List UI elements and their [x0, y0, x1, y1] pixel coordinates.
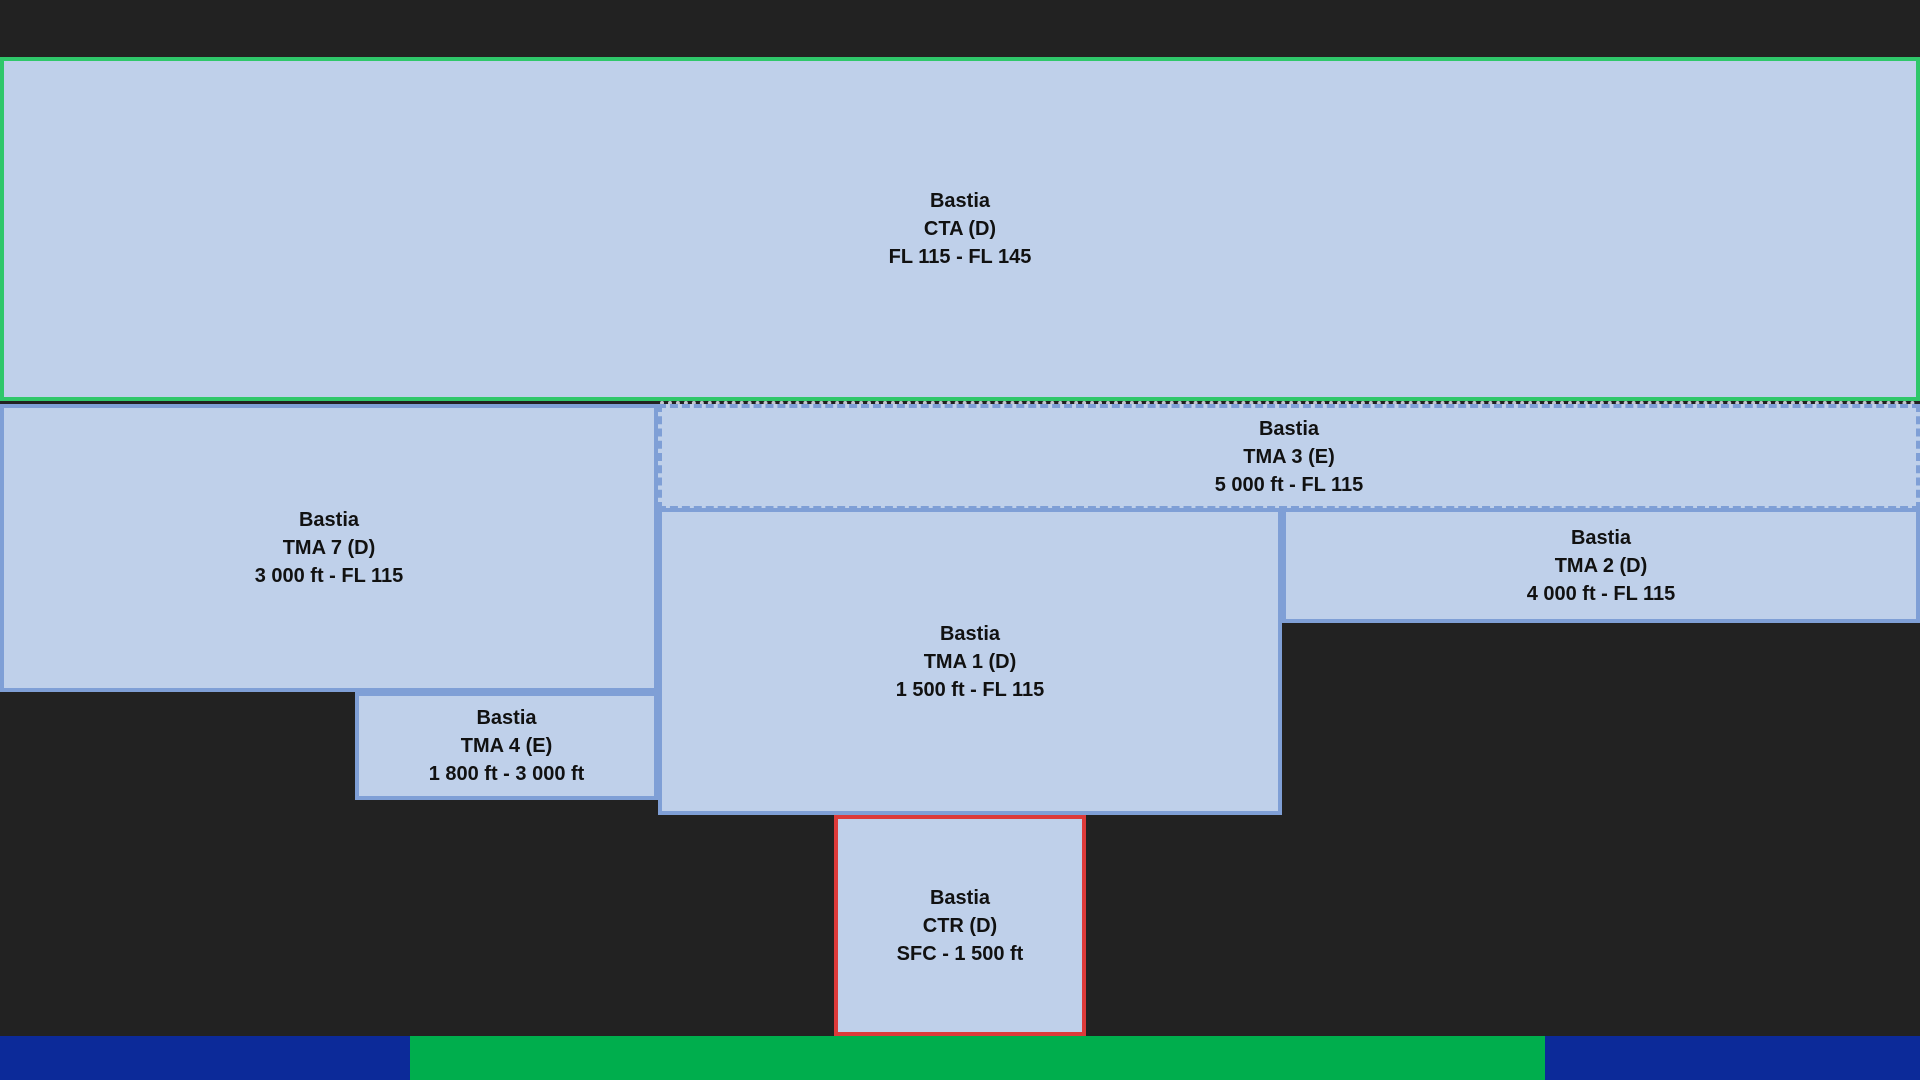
zone-cta: Bastia CTA (D) FL 115 - FL 145 — [0, 57, 1920, 401]
zone-tma7-designation: TMA 7 (D) — [282, 537, 376, 559]
zone-tma7: Bastia TMA 7 (D) 3 000 ft - FL 115 — [0, 404, 658, 692]
zone-ctr-label: Bastia CTR (D) SFC - 1 500 ft — [897, 884, 1024, 968]
zone-ctr: Bastia CTR (D) SFC - 1 500 ft — [834, 815, 1086, 1036]
zone-tma7-limits: 3 000 ft - FL 115 — [254, 565, 404, 587]
zone-tma2-label: Bastia TMA 2 (D) 4 000 ft - FL 115 — [1527, 524, 1676, 608]
zone-cta-limits: FL 115 - FL 145 — [888, 246, 1032, 268]
zone-tma4-limits: 1 800 ft - 3 000 ft — [428, 763, 585, 785]
zone-tma4-designation: TMA 4 (E) — [460, 735, 553, 757]
zone-ctr-name: Bastia — [929, 886, 990, 909]
cta-tma3-divider — [660, 401, 1916, 405]
zone-tma4: Bastia TMA 4 (E) 1 800 ft - 3 000 ft — [355, 692, 658, 800]
zone-tma3-name: Bastia — [1258, 418, 1320, 440]
zone-tma1-limits: 1 500 ft - FL 115 — [895, 678, 1045, 701]
zone-tma2-designation: TMA 2 (D) — [1554, 554, 1648, 577]
zone-cta-designation: CTA (D) — [923, 218, 997, 240]
zone-tma2-name: Bastia — [1570, 526, 1632, 549]
bottom-bar-middle — [410, 1036, 1545, 1080]
zone-tma3: Bastia TMA 3 (E) 5 000 ft - FL 115 — [658, 404, 1920, 510]
zone-tma3-limits: 5 000 ft - FL 115 — [1214, 474, 1364, 496]
zone-cta-name: Bastia — [929, 190, 990, 212]
zone-tma1-label: Bastia TMA 1 (D) 1 500 ft - FL 115 — [896, 620, 1045, 704]
zone-ctr-designation: CTR (D) — [922, 914, 998, 937]
zone-tma1-name: Bastia — [939, 622, 1001, 645]
zone-ctr-limits: SFC - 1 500 ft — [896, 942, 1024, 965]
zone-tma3-label: Bastia TMA 3 (E) 5 000 ft - FL 115 — [1215, 415, 1364, 499]
zone-tma2-limits: 4 000 ft - FL 115 — [1526, 582, 1676, 605]
zone-tma1: Bastia TMA 1 (D) 1 500 ft - FL 115 — [658, 508, 1282, 815]
zone-tma7-name: Bastia — [298, 509, 360, 531]
zone-tma3-designation: TMA 3 (E) — [1243, 446, 1335, 468]
zone-tma4-label: Bastia TMA 4 (E) 1 800 ft - 3 000 ft — [429, 704, 585, 788]
zone-tma1-designation: TMA 1 (D) — [923, 650, 1017, 673]
zone-cta-label: Bastia CTA (D) FL 115 - FL 145 — [889, 187, 1032, 271]
zone-tma7-label: Bastia TMA 7 (D) 3 000 ft - FL 115 — [255, 506, 404, 590]
zone-tma4-name: Bastia — [476, 707, 537, 729]
zone-tma2: Bastia TMA 2 (D) 4 000 ft - FL 115 — [1282, 508, 1920, 623]
bottom-bar-left — [0, 1036, 410, 1080]
bottom-bar-right — [1545, 1036, 1920, 1080]
